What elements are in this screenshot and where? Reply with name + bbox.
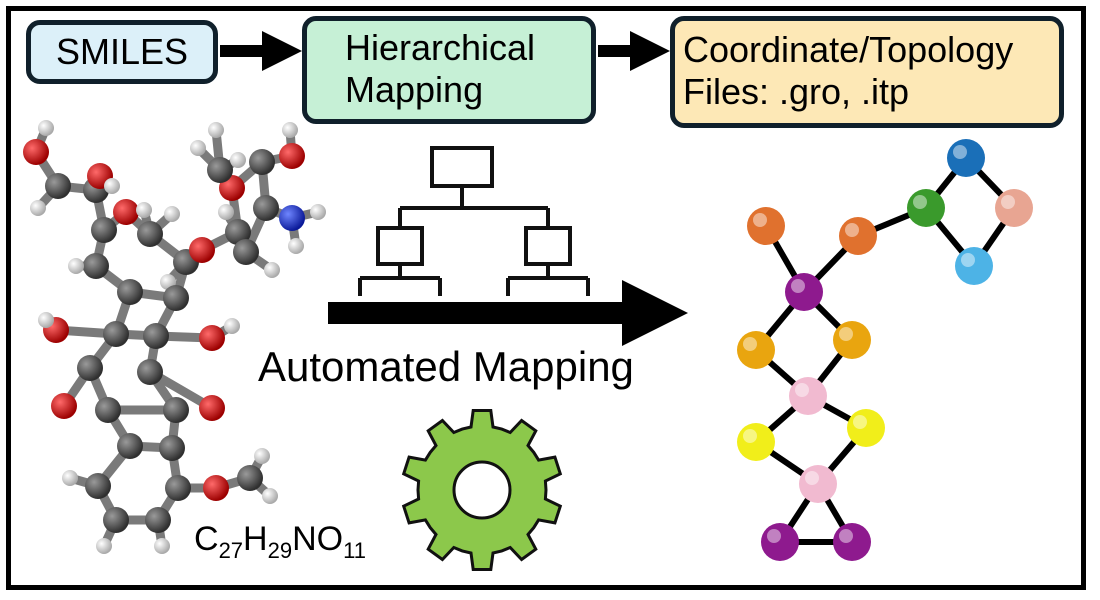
hydrogen-atom: [262, 488, 278, 504]
carbon-atom: [103, 321, 129, 347]
carbon-atom: [145, 507, 171, 533]
hydrogen-atom: [208, 122, 224, 138]
right-arrow-icon: [220, 31, 302, 71]
formula-element-c: C: [194, 520, 219, 558]
carbon-atom: [117, 279, 143, 305]
gear-icon: [401, 409, 563, 571]
cg-bead: [833, 321, 871, 359]
nitrogen-atom: [279, 205, 305, 231]
hydrogen-atom: [254, 448, 270, 464]
hydrogen-atom: [96, 538, 112, 554]
carbon-atom: [249, 149, 275, 175]
cg-bead: [747, 207, 785, 245]
hydrogen-atom: [164, 206, 180, 222]
automated-mapping-label: Automated Mapping: [258, 343, 634, 390]
carbon-atom: [225, 219, 251, 245]
formula-element-h: H: [243, 520, 268, 558]
files-label-line1: Coordinate/Topology: [683, 29, 1014, 70]
cg-bead: [907, 189, 945, 227]
hydrogen-atom: [62, 470, 78, 486]
carbon-atom: [85, 473, 111, 499]
mapping-label-line2: Mapping: [345, 69, 484, 110]
hydrogen-atom: [30, 200, 46, 216]
smiles-box: SMILES: [26, 20, 218, 84]
cg-bead: [737, 423, 775, 461]
oxygen-atom: [189, 237, 215, 263]
smiles-label: SMILES: [55, 31, 189, 72]
cg-bead: [947, 139, 985, 177]
carbon-atom: [233, 239, 259, 265]
cg-bead: [847, 409, 885, 447]
carbon-atom: [103, 507, 129, 533]
cg-bead: [737, 331, 775, 369]
oxygen-atom: [199, 325, 225, 351]
cg-bead: [955, 247, 993, 285]
right-arrow-icon: [598, 31, 670, 71]
carbon-atom: [83, 253, 109, 279]
hydrogen-atom: [104, 178, 120, 194]
formula-count-c: 27: [218, 538, 244, 563]
automated-mapping-arrow: [328, 280, 688, 346]
cg-bead: [833, 523, 871, 561]
formula-count-o: 11: [343, 538, 366, 563]
cg-bead: [785, 273, 823, 311]
formula-element-no: NO: [292, 520, 344, 558]
hydrogen-atom: [218, 204, 234, 220]
carbon-atom: [91, 217, 117, 243]
hydrogen-atom: [230, 152, 246, 168]
carbon-atom: [163, 285, 189, 311]
mapping-label-line1: Hierarchical: [345, 27, 536, 68]
carbon-atom: [117, 433, 143, 459]
oxygen-atom: [51, 393, 77, 419]
atomistic-molecule: [23, 120, 326, 554]
hydrogen-atom: [38, 120, 54, 136]
oxygen-atom: [23, 139, 49, 165]
hierarchical-mapping-box: Hierarchical Mapping: [302, 16, 596, 124]
carbon-atom: [253, 195, 279, 221]
molecular-formula: C27H29NO11: [194, 520, 366, 564]
cg-bead: [799, 465, 837, 503]
hydrogen-atom: [224, 318, 240, 334]
carbon-atom: [137, 221, 163, 247]
cg-bead: [995, 189, 1033, 227]
hierarchy-tree-icon: [358, 146, 590, 296]
hydrogen-atom: [310, 204, 326, 220]
hydrogen-atom: [154, 538, 170, 554]
hydrogen-atom: [282, 122, 298, 138]
carbon-atom: [159, 435, 185, 461]
hydrogen-atom: [68, 258, 84, 274]
cg-bead: [789, 377, 827, 415]
formula-count-h: 29: [267, 538, 293, 563]
hydrogen-atom: [264, 262, 280, 278]
cg-bead: [761, 523, 799, 561]
carbon-atom: [95, 397, 121, 423]
carbon-atom: [237, 465, 263, 491]
hydrogen-atom: [136, 202, 152, 218]
carbon-atom: [45, 173, 71, 199]
cg-bead: [839, 217, 877, 255]
hydrogen-atom: [38, 312, 54, 328]
files-label-line2: Files: .gro, .itp: [683, 71, 910, 112]
oxygen-atom: [279, 143, 305, 169]
output-files-box: Coordinate/Topology Files: .gro, .itp: [670, 16, 1064, 128]
carbon-atom: [143, 323, 169, 349]
oxygen-atom: [203, 475, 229, 501]
carbon-atom: [163, 397, 189, 423]
oxygen-atom: [199, 395, 225, 421]
carbon-atom: [137, 359, 163, 385]
coarse-grained-model: [737, 139, 1033, 561]
hydrogen-atom: [190, 140, 206, 156]
oxygen-atom: [113, 199, 139, 225]
carbon-atom: [77, 355, 103, 381]
carbon-atom: [207, 157, 233, 183]
hydrogen-atom: [288, 238, 304, 254]
carbon-atom: [165, 475, 191, 501]
